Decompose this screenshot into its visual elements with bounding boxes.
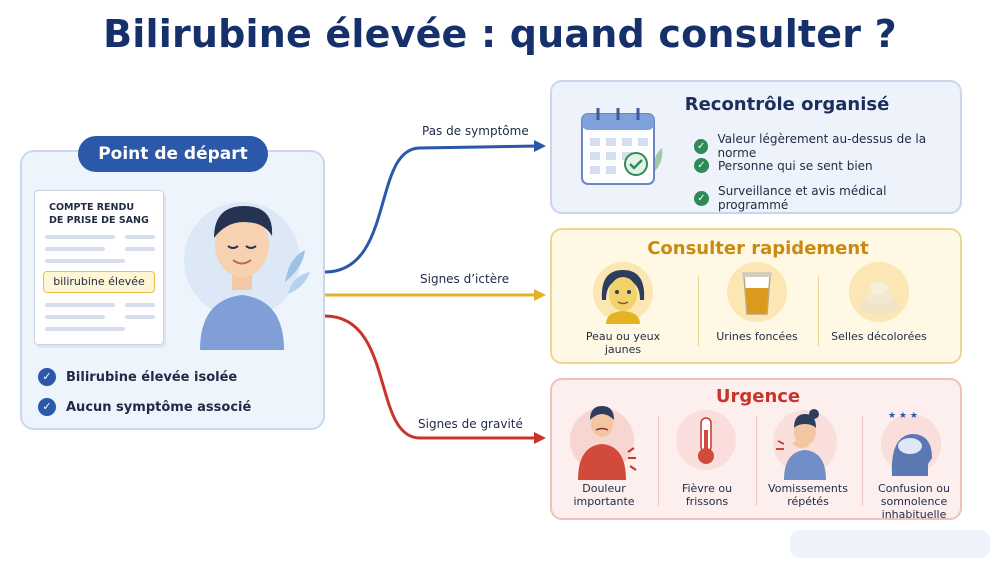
urgence-panel: Urgence Douleur importante Fièvre ou fri… (550, 378, 962, 521)
recontrole-item-label: Personne qui se sent bien (718, 158, 873, 173)
calm-person-icon (184, 202, 310, 350)
start-label: Point de départ (78, 136, 268, 172)
green-check-icon: ✓ (694, 190, 709, 206)
doc-line (125, 315, 155, 319)
arrowhead-jaundice (534, 289, 546, 301)
doc-line (125, 235, 155, 239)
confusion-head-icon: ★ ★ ★ (881, 411, 941, 476)
urgence-title: Urgence (715, 386, 801, 407)
recontrole-title: Recontrôle organisé (684, 94, 890, 115)
rapide-item-label: Peau ou yeux jaunes (585, 330, 661, 356)
svg-text:★ ★ ★: ★ ★ ★ (888, 411, 918, 421)
branch-label-no-symptom: Pas de symptôme (422, 124, 529, 138)
doc-line (125, 247, 155, 251)
vomiting-icon (773, 409, 837, 480)
rapide-item-label: Urines foncées (716, 330, 798, 343)
divider (862, 416, 863, 506)
doc-line (45, 235, 115, 239)
urgence-item-label: Fièvre ou frissons (681, 482, 733, 508)
recontrole-item: ✓ Personne qui se sent bien (694, 158, 873, 173)
start-check-label: Bilirubine élevée isolée (66, 369, 238, 385)
urgence-item-label: Confusion ou somnolence inhabituelle (878, 482, 950, 521)
green-check-icon: ✓ (694, 138, 709, 154)
doc-line (45, 259, 125, 263)
start-check-label: Aucun symptôme associé (66, 399, 252, 415)
calendar-check-icon (581, 108, 663, 185)
urgence-item-label: Vomissements répétés (768, 482, 848, 508)
divider (818, 276, 819, 346)
branch-label-severity: Signes de gravité (418, 417, 523, 431)
pale-stool-icon (849, 262, 909, 322)
rapide-title: Consulter rapidement (647, 238, 869, 259)
arrow-no-symptom (324, 144, 539, 274)
divider (698, 276, 699, 346)
divider (756, 416, 757, 506)
check-icon: ✓ (38, 398, 56, 416)
recontrole-item: ✓ Surveillance et avis médical programmé (694, 184, 960, 212)
start-check-isolated: ✓ Bilirubine élevée isolée (38, 368, 237, 386)
recontrole-item: ✓ Valeur légèrement au-dessus de la norm… (694, 132, 960, 160)
divider (658, 416, 659, 506)
doc-highlight: bilirubine élevée (43, 271, 155, 293)
consulter-rapidement-panel: Consulter rapidement Peau ou yeux jaunes… (550, 228, 962, 364)
urine-glass-icon (727, 262, 787, 322)
abdominal-pain-icon (570, 406, 637, 480)
recontrole-panel: Recontrôle organisé ✓ Valeur légèrement … (550, 80, 962, 214)
footer-bar (790, 530, 990, 558)
recontrole-item-label: Surveillance et avis médical programmé (717, 184, 887, 212)
arrowhead-severity (534, 432, 546, 444)
doc-line (45, 315, 105, 319)
doc-line (45, 303, 115, 307)
green-check-icon: ✓ (694, 158, 709, 173)
arrowhead-no-symptom (534, 140, 546, 152)
page-title: Bilirubine élevée : quand consulter ? (103, 12, 897, 56)
urgence-item-label: Douleur importante (573, 482, 635, 508)
start-check-no-symptom: ✓ Aucun symptôme associé (38, 398, 251, 416)
thermometer-icon (676, 410, 736, 470)
check-icon: ✓ (38, 368, 56, 386)
blood-test-report: COMPTE RENDU DE PRISE DE SANG bilirubine… (34, 190, 164, 345)
doc-line (125, 303, 155, 307)
recontrole-item-label: Valeur légèrement au-dessus de la norme (717, 132, 927, 160)
doc-title: COMPTE RENDU DE PRISE DE SANG (49, 202, 149, 226)
yellow-face-icon (593, 262, 653, 324)
doc-line (45, 247, 105, 251)
arrow-severity (324, 314, 536, 440)
branch-label-jaundice: Signes d’ictère (420, 272, 510, 286)
rapide-item-label: Selles décolorées (831, 330, 927, 343)
doc-line (45, 327, 125, 331)
